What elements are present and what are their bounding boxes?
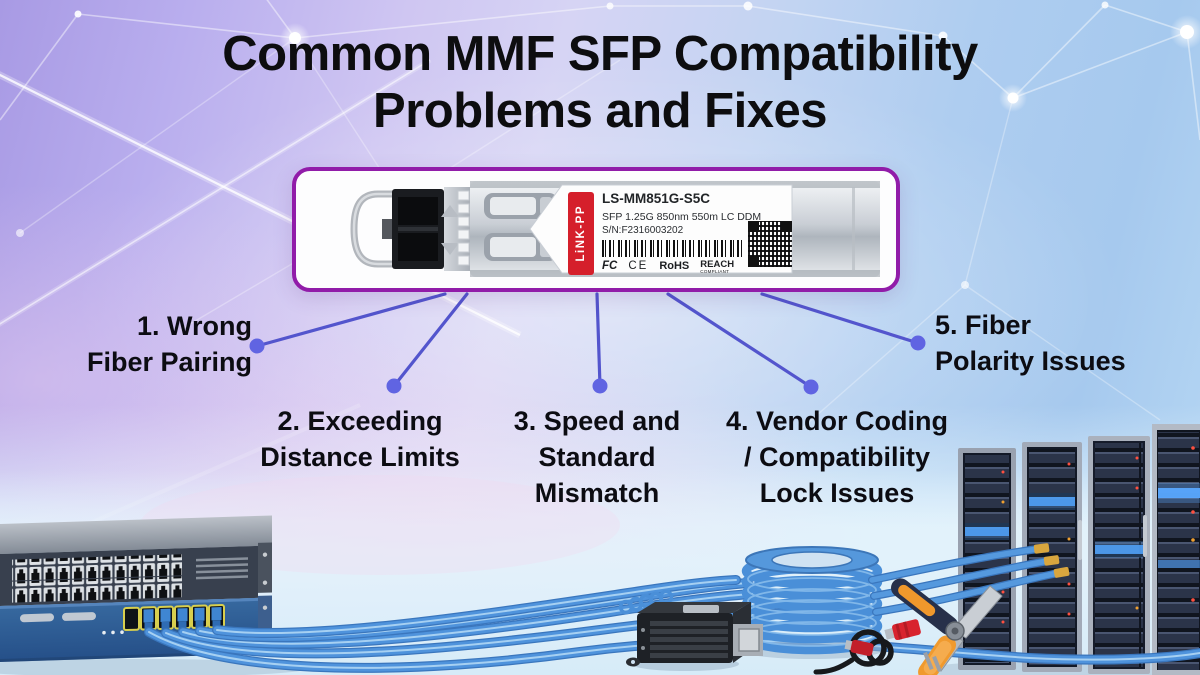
server-racks-illustration: [920, 424, 1200, 675]
sfp-serial: S/N:F2316003202: [602, 225, 684, 236]
media-converter-illustration: [626, 602, 763, 671]
red-connector-cable: [813, 619, 921, 675]
ce-mark: CE: [628, 260, 649, 272]
reach-text: REACH: [700, 259, 735, 270]
equipment-scene: [0, 424, 1200, 675]
network-switch-illustration: [0, 515, 272, 662]
sfp-transceiver-illustration: [350, 181, 880, 277]
rohs-mark: RoHS: [659, 260, 690, 272]
sfp-module-card: LiNK-PP LS-MM851G-S5C SFP 1.25G 850nm 55…: [292, 167, 900, 292]
barcode: [602, 240, 742, 257]
brand-text: LiNK-PP: [575, 205, 587, 262]
page-title: Common MMF SFP Compatibility Problems an…: [0, 26, 1200, 140]
problem-label-3: 3. Speed and Standard Mismatch: [513, 406, 681, 508]
reach-sub-text: COMPLIANT: [700, 268, 730, 274]
problem-label-1: 1. Wrong Fiber Pairing: [86, 311, 252, 377]
title-line-1: Common MMF SFP Compatibility: [222, 27, 978, 81]
linkpp-brand-strip: LiNK-PP: [568, 192, 594, 275]
problem-label-5: 5. Fiber Polarity Issues: [935, 310, 1126, 376]
crimping-tool-illustration: [891, 578, 1003, 675]
sfp-model: LS-MM851G-S5C: [602, 191, 711, 206]
problem-label-4: 4. Vendor Coding / Compatibility Lock Is…: [725, 406, 948, 508]
qr-code: [748, 221, 792, 267]
fcc-mark: FC: [602, 260, 618, 272]
problem-label-2: 2. Exceeding Distance Limits: [260, 406, 460, 472]
sfp-spec: SFP 1.25G 850nm 550m LC DDM: [602, 211, 762, 223]
title-line-2: Problems and Fixes: [373, 84, 827, 138]
cables-to-racks: [868, 543, 1070, 616]
